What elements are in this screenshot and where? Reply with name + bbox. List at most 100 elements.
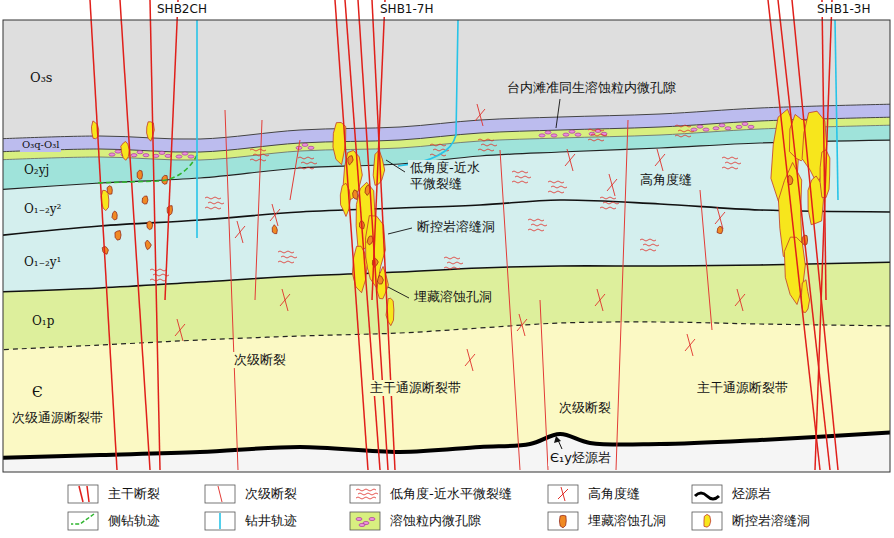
micro-fracture xyxy=(250,149,266,151)
pore-symbol xyxy=(182,152,188,155)
main-fault xyxy=(87,486,89,502)
legend-box xyxy=(692,485,722,503)
dissolution-hole xyxy=(147,221,153,229)
dissolution-hole xyxy=(559,515,566,527)
dissolution-hole xyxy=(167,206,172,216)
micro-fracture xyxy=(722,167,738,169)
micro-fracture xyxy=(281,256,297,258)
callout-label: 低角度-近水平微裂缝 xyxy=(408,160,492,193)
micro-fracture xyxy=(205,197,221,199)
high-angle-fracture xyxy=(465,354,475,366)
callout-label: 埋藏溶蚀孔洞 xyxy=(412,289,494,305)
micro-fracture xyxy=(278,261,294,263)
dissolution-hole xyxy=(107,186,112,195)
layer-fill xyxy=(3,140,890,472)
micro-fracture xyxy=(548,181,564,183)
legend-box xyxy=(548,485,578,503)
callout-label: 台内滩准同生溶蚀粒内微孔隙 xyxy=(505,80,678,96)
main-faults xyxy=(90,0,838,470)
micro-fracture xyxy=(600,207,616,209)
frame xyxy=(3,20,890,472)
zone-label: 主干通源断裂带 xyxy=(368,380,463,396)
formation-label: O₃s xyxy=(28,70,55,86)
secondary-fault xyxy=(225,110,238,470)
micro-fracture xyxy=(675,135,691,137)
pore-symbol xyxy=(143,154,149,157)
legend-text: 溶蚀粒内微孔隙 xyxy=(390,513,481,529)
legend-box xyxy=(68,485,98,503)
legend-text: 高角度缝 xyxy=(588,486,640,502)
legend-sample xyxy=(205,485,235,503)
karst-cave xyxy=(121,142,129,161)
well-name: SHB2CH xyxy=(155,2,209,17)
micro-fracture xyxy=(430,144,446,146)
micro-fracture xyxy=(278,251,294,253)
legend-box xyxy=(205,512,235,530)
dissolution-hole xyxy=(272,225,277,234)
micro-fracture xyxy=(478,149,494,151)
pore-symbol xyxy=(115,150,121,153)
main-fault xyxy=(90,0,117,470)
micro-fracture xyxy=(301,162,317,164)
callout-label: 高角度缝 xyxy=(638,172,694,188)
dissolution-hole xyxy=(367,236,373,245)
main-fault xyxy=(79,486,83,502)
main-fault xyxy=(120,0,150,470)
main-fault xyxy=(372,0,395,470)
micro-fracture xyxy=(528,229,544,231)
source-rock-label: Є₁y烃源岩 xyxy=(548,450,613,466)
secondary-fault xyxy=(218,486,222,502)
micro-fracture xyxy=(444,267,460,269)
pore-symbol xyxy=(551,134,557,137)
legend-sample xyxy=(692,485,722,503)
legend-text: 低角度-近水平微裂缝 xyxy=(390,486,512,502)
micro-fracture xyxy=(478,139,494,141)
secondary-fault xyxy=(700,190,712,330)
micro-fracture xyxy=(588,139,604,141)
layer-boundary xyxy=(3,117,890,152)
main-fault xyxy=(792,0,838,470)
high-angle-fracture xyxy=(685,339,695,351)
pore-symbol xyxy=(302,143,308,146)
dissolution-hole xyxy=(145,240,151,250)
well-name: SHB1-7H xyxy=(378,2,436,17)
formation-label: O₁₋₂y¹ xyxy=(22,255,63,270)
pore-symbol xyxy=(539,134,545,137)
leader-line xyxy=(386,160,405,172)
high-angle-fracture xyxy=(565,154,575,166)
legend-box xyxy=(350,485,380,503)
micro-fracture xyxy=(591,134,607,136)
sidetrack-trajectory xyxy=(95,155,197,183)
wells xyxy=(95,20,838,238)
pore-symbol xyxy=(697,125,703,128)
micro-fracture xyxy=(481,144,497,146)
micro-fracture xyxy=(640,239,656,241)
layer-boundary xyxy=(3,262,890,292)
high-angle-fracture xyxy=(270,209,280,221)
formation-label: O₁₋₂y² xyxy=(22,202,63,217)
well-name: SHB1-3H xyxy=(815,2,873,17)
formation-label: O₃q-O₃l xyxy=(20,139,61,152)
layer-boundary xyxy=(3,200,890,236)
micro-fracture xyxy=(208,202,224,204)
high-angle-fracture xyxy=(655,154,665,166)
main-fault xyxy=(150,0,160,470)
legend-sample xyxy=(205,512,235,530)
pore-symbol xyxy=(308,146,314,149)
layer-fill xyxy=(3,262,890,472)
pore-symbol xyxy=(109,153,115,156)
high-angle-fracture xyxy=(175,324,185,336)
pore-symbol xyxy=(725,127,731,130)
micro-fracture xyxy=(643,244,659,246)
legend-sample xyxy=(350,512,380,530)
legend-box xyxy=(68,512,98,530)
pore-symbol xyxy=(369,517,375,520)
dissolution-hole xyxy=(102,246,108,254)
arrowhead xyxy=(554,436,561,443)
legend-samples xyxy=(68,485,722,530)
dissolution-hole xyxy=(348,156,353,165)
micro-fracture xyxy=(205,207,221,209)
micro-fracture xyxy=(722,157,738,159)
pore-symbol xyxy=(575,133,581,136)
